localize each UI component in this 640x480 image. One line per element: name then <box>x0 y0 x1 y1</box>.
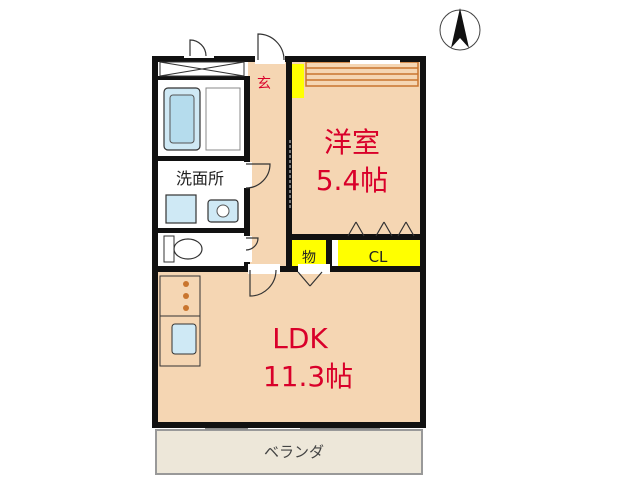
entrance-shoe-box <box>292 64 304 98</box>
washbasin-icon <box>165 194 197 224</box>
closet-label: CL <box>369 248 388 266</box>
stove-icon <box>159 275 201 317</box>
western-room-size: 5.4帖 <box>316 164 389 197</box>
toilet-icon <box>163 235 203 263</box>
sink-icon <box>159 315 201 367</box>
ldk-size: 11.3帖 <box>263 360 353 393</box>
veranda-label: ベランダ <box>264 443 324 461</box>
entrance-label: 玄 <box>257 75 271 92</box>
north-arrow-icon <box>439 8 481 51</box>
door-swing-icon <box>189 33 415 297</box>
washroom-label: 洗面所 <box>176 169 224 188</box>
western-room-floor <box>290 60 422 236</box>
bathtub-icon <box>163 87 241 151</box>
western-room-name: 洋室 <box>324 126 380 159</box>
washing-machine-icon <box>207 199 239 223</box>
veranda <box>155 429 423 475</box>
storage-box <box>159 61 245 77</box>
storage-label: 物 <box>302 250 316 266</box>
entrance-floor <box>248 60 290 104</box>
ldk-name: LDK <box>272 322 328 355</box>
